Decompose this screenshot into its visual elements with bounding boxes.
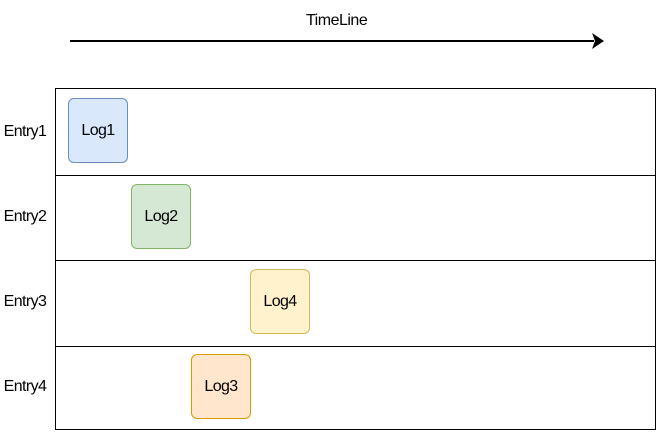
entry-label-1: Entry1	[3, 123, 47, 140]
log-box-1[interactable]: Log1	[68, 98, 128, 163]
log-label: Log2	[144, 207, 178, 225]
log-box-2[interactable]: Log2	[131, 184, 191, 249]
entry-label-3: Entry3	[3, 293, 47, 310]
entry-row-2	[56, 174, 655, 261]
entry-row-4	[56, 345, 655, 432]
log-box-4[interactable]: Log4	[250, 269, 310, 334]
entry-row-3	[56, 260, 655, 346]
entry-label-4: Entry4	[3, 378, 47, 395]
entry-row-1	[56, 89, 655, 175]
log-label: Log4	[263, 292, 297, 310]
timeline-table	[55, 88, 656, 430]
timeline-arrow-icon	[70, 33, 604, 49]
timeline-label: TimeLine	[306, 12, 368, 29]
log-label: Log3	[204, 377, 238, 395]
log-box-3[interactable]: Log3	[191, 354, 251, 419]
entry-label-2: Entry2	[3, 208, 47, 225]
log-label: Log1	[81, 121, 115, 139]
